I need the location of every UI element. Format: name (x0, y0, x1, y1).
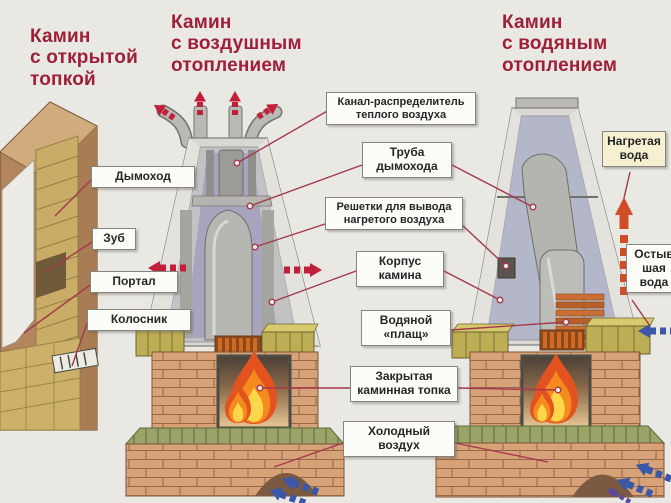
label-grate: Колосник (87, 309, 191, 331)
title-line: топкой (30, 68, 96, 90)
label-closed-firebox: Закрытая каминная топка (350, 366, 458, 402)
label-air-grilles: Решетки для вывода нагретого воздуха (325, 197, 463, 231)
title-line: Камин (171, 12, 232, 33)
heated-water-arrow (615, 197, 633, 295)
hearth-floor (0, 337, 81, 431)
label-warm-air-channel: Канал-распределитель теплого воздуха (326, 92, 476, 126)
title-line: Камин (30, 26, 91, 47)
air-heating-fireplace (124, 104, 346, 497)
label-chimney-pipe: Труба дымохода (362, 142, 452, 178)
label-chimney: Дымоход (91, 166, 195, 188)
title-line: с воздушным (171, 33, 302, 55)
label-fireplace-body: Корпус камина (356, 251, 444, 287)
label-water-jacket: Водяной «плащ» (361, 310, 451, 346)
label-heated-water: Нагретая вода (602, 131, 666, 167)
title-line: с открытой (30, 47, 138, 69)
title-line: отоплением (502, 54, 618, 76)
warm-air-ducts (156, 104, 283, 149)
flue-channel (1, 159, 35, 349)
label-cooled-water: Остывшая вода (626, 244, 671, 294)
title-open-firebox: Камин с открытой топкой (30, 26, 138, 90)
title-line: с водяным (502, 33, 608, 55)
cold-air-arch (572, 474, 634, 497)
label-pointer-lines (23, 109, 651, 468)
label-smoke-tooth: Зуб (92, 228, 136, 250)
title-line: Камин (502, 12, 563, 33)
brick-column (35, 135, 79, 369)
open-fireplace-cutaway (0, 101, 99, 431)
grate (51, 347, 99, 374)
metal-firebox-dome (204, 209, 253, 341)
title-line: отоплением (171, 54, 287, 76)
label-portal: Портал (90, 271, 178, 293)
title-water-heating: Камин с водяным отоплением (502, 12, 617, 76)
title-air-heating: Камин с воздушным отоплением (171, 12, 302, 76)
pointer-dots (233, 159, 570, 394)
label-cold-air: Холодный воздух (343, 421, 455, 457)
